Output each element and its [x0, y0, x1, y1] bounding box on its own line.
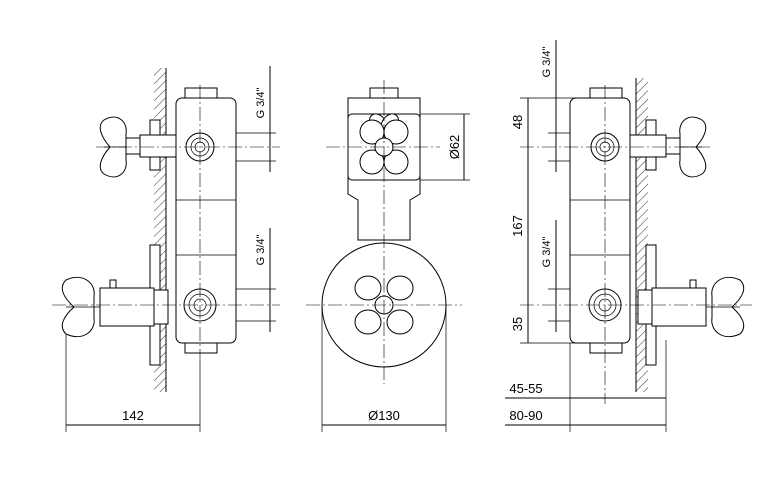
dimension-167: 167 [510, 215, 525, 237]
dimension-45-55: 45-55 [509, 381, 542, 396]
cross-handle-front-bottom [354, 275, 414, 335]
front-view: Ø62 Ø130 [306, 80, 470, 432]
thread-label-left-top: G 3/4" [255, 88, 267, 119]
dimension-48: 48 [510, 115, 525, 129]
cross-handle-front-top [359, 113, 409, 175]
thread-label-left-bottom: G 3/4" [255, 235, 267, 266]
thread-label-right-bottom: G 3/4" [541, 237, 553, 268]
thread-label-right-top: G 3/4" [541, 47, 553, 78]
right-side-view: G 3/4" G 3/4" 48 167 35 45-55 80-90 [505, 40, 752, 432]
dimension-80-90: 80-90 [509, 408, 542, 423]
dimension-diameter-130: Ø130 [368, 408, 400, 423]
dimension-diameter-62: Ø62 [447, 135, 462, 160]
dimension-35: 35 [510, 317, 525, 331]
left-side-view: G 3/4" G 3/4" 142 [52, 66, 280, 432]
dimension-142: 142 [122, 408, 144, 423]
